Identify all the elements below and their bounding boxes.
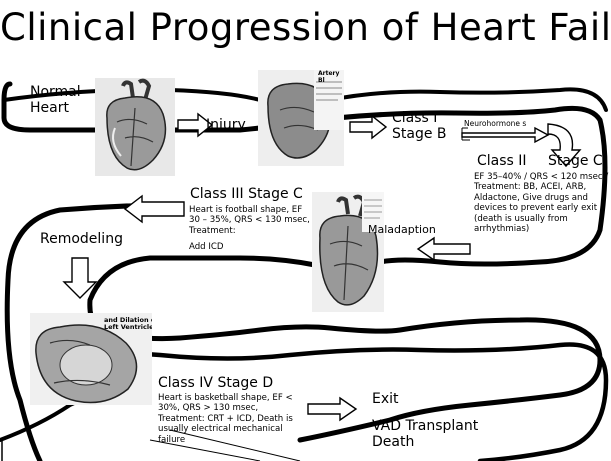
class3-label: Class III Stage C xyxy=(190,186,303,202)
normal-heart-label: Normal Heart xyxy=(30,84,81,116)
right-arrow-icon xyxy=(462,128,548,142)
class1-label: Class I Stage B xyxy=(392,110,447,142)
add-icd-label: Add ICD xyxy=(189,242,269,252)
dilated-heart-illustration: and Dilation of Left Ventricle xyxy=(30,313,152,405)
left-arrow-icon xyxy=(418,238,470,260)
class2-label: Class II xyxy=(477,153,527,169)
normal-heart-illustration xyxy=(95,78,175,176)
maladaption-heart-illustration xyxy=(312,192,384,312)
neurohormones-label: Neurohormone s xyxy=(464,119,544,128)
exit-label: Exit xyxy=(372,391,399,407)
artery-heart-illustration: Artery Bl xyxy=(258,70,344,166)
class4-label: Class IV Stage D xyxy=(158,375,273,391)
class3-details: Heart is football shape, EF 30 – 35%, QR… xyxy=(189,205,315,236)
maladaption-label: Maladaption xyxy=(368,224,436,237)
class4-details: Heart is basketball shape, EF < 30%, QRS… xyxy=(158,393,298,445)
left-arrow-icon xyxy=(125,196,184,222)
remodeling-label: Remodeling xyxy=(40,231,123,247)
right-arrow-icon xyxy=(308,398,356,420)
class2-details: EF 35–40% / QRS < 120 msec / Treatment: … xyxy=(474,172,610,235)
stage-c-label: Stage C xyxy=(548,153,603,169)
right-arrow-icon xyxy=(350,116,386,138)
injury-label: Injury xyxy=(206,117,246,133)
heart-illustration-icon xyxy=(95,78,175,176)
outcomes-label: VAD Transplant Death xyxy=(372,418,478,450)
thumbnail-caption: Artery Bl xyxy=(318,70,344,84)
lv-caption: and Dilation of Left Ventricle xyxy=(104,317,152,331)
